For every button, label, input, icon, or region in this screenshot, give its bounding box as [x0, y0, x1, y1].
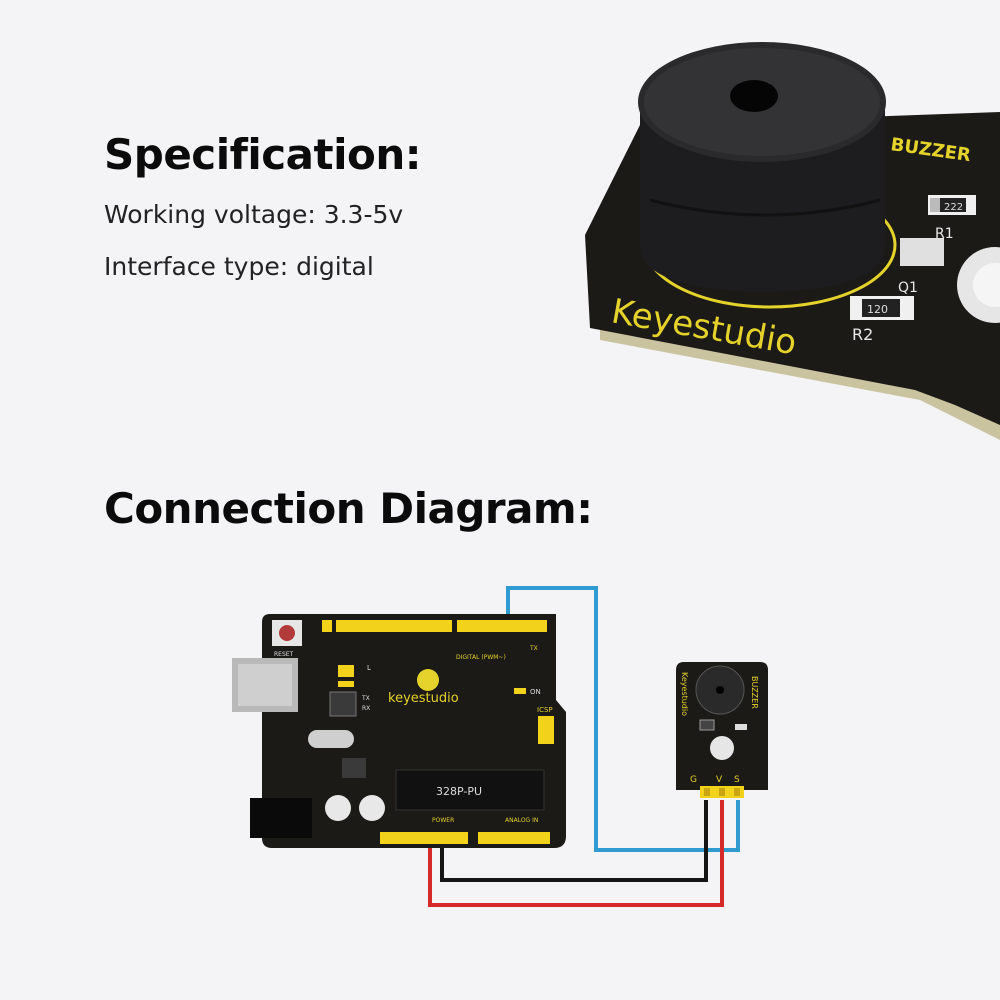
dc-jack [250, 798, 312, 838]
svg-text:DIGITAL (PWM~): DIGITAL (PWM~) [456, 654, 506, 661]
module-mounting-hole [710, 736, 734, 760]
power-header [380, 832, 468, 844]
svg-text:R2: R2 [852, 325, 873, 344]
signal-wire [506, 586, 740, 852]
svg-text:S: S [734, 775, 740, 785]
svg-text:BUZZER: BUZZER [750, 676, 759, 709]
svg-text:V: V [716, 775, 723, 785]
analog-header [478, 832, 550, 844]
svg-text:Q1: Q1 [898, 280, 918, 296]
spec-interface-type: Interface type: digital [104, 252, 374, 281]
buzzer-cylinder [640, 110, 885, 292]
svg-text:328P-PU: 328P-PU [436, 785, 482, 798]
svg-text:Keyestudio: Keyestudio [680, 672, 689, 716]
icsp-header [538, 716, 554, 744]
svg-text:keyestudio: keyestudio [388, 691, 459, 706]
specification-heading: Specification: [104, 130, 422, 179]
svg-text:TX: TX [529, 645, 538, 652]
keyestudio-logo-icon [417, 669, 439, 691]
svg-text:G: G [690, 775, 697, 785]
svg-text:RESET: RESET [274, 651, 294, 658]
svg-text:ON: ON [530, 688, 541, 696]
capacitor-2 [359, 795, 385, 821]
svg-text:222: 222 [944, 202, 963, 213]
svg-text:TX: TX [361, 695, 370, 702]
arduino-board: RESET DIGITAL (PWM~) TX L TX RX keyestud… [232, 614, 566, 848]
svg-text:120: 120 [867, 303, 888, 316]
capacitor-1 [325, 795, 351, 821]
crystal [308, 730, 354, 748]
vcc-wire [428, 800, 724, 907]
digital-header-left [336, 620, 452, 632]
atmega-chip [395, 769, 545, 811]
svg-text:ICSP: ICSP [537, 706, 553, 714]
mounting-hole-inner [973, 263, 1000, 307]
led-block [338, 665, 354, 677]
svg-text:POWER: POWER [432, 817, 454, 824]
usb-chip [329, 691, 357, 717]
svg-text:RX: RX [362, 705, 370, 712]
buzzer-module: G V S BUZZER Keyestudio [676, 662, 768, 798]
buzzer-sound-hole [730, 80, 778, 112]
digital-header-right [457, 620, 547, 632]
connection-diagram-heading: Connection Diagram: [104, 484, 593, 533]
spec-working-voltage: Working voltage: 3.3-5v [104, 200, 404, 229]
svg-text:ANALOG IN: ANALOG IN [505, 817, 538, 824]
gnd-wire [440, 800, 708, 882]
transistor-q1 [900, 238, 944, 266]
svg-text:L: L [367, 664, 371, 672]
